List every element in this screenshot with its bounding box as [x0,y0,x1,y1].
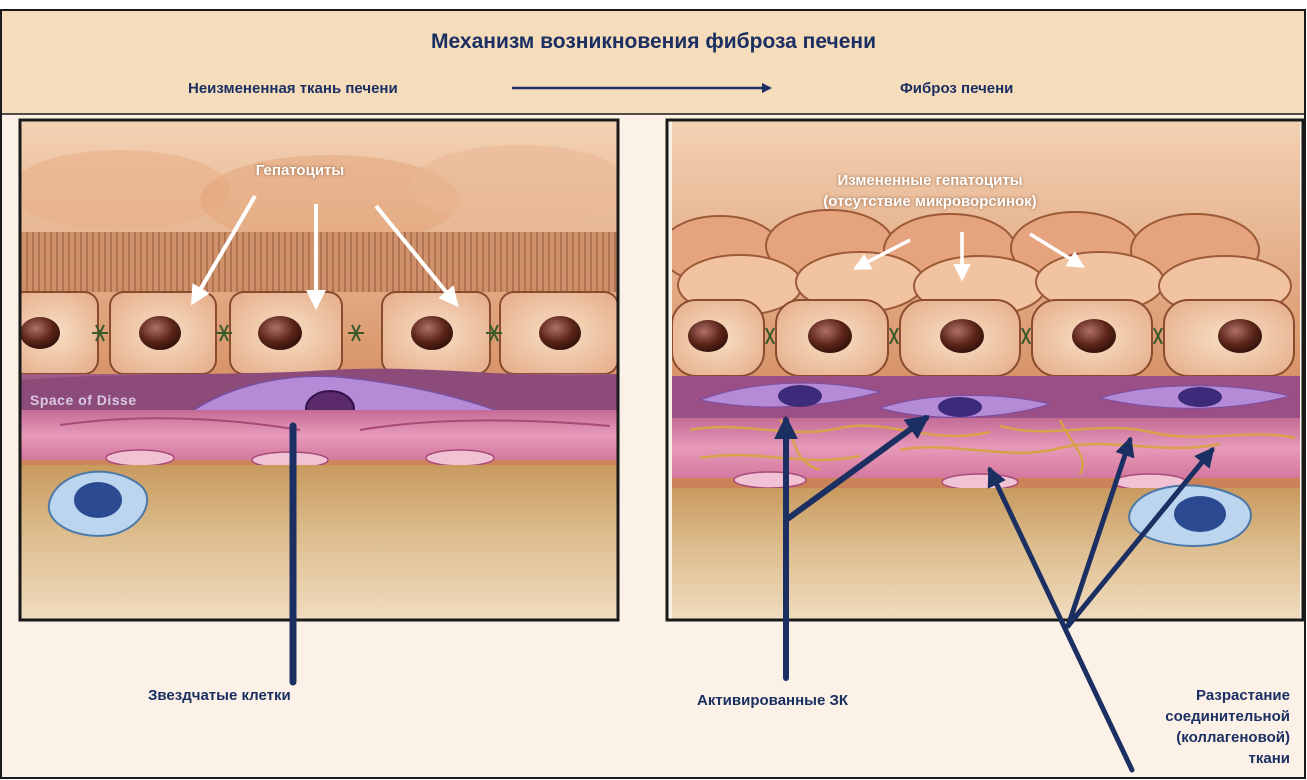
left-panel-illustration [10,120,630,620]
stellate-cells-label: Звездчатые клетки [148,687,291,704]
normal-tissue-header: Неизмененная ткань печени [188,80,398,97]
connective-tissue-growth-label: Разрастание соединительной (коллагеновой… [1150,685,1290,769]
activated-sc-label: Активированные ЗК [697,692,848,709]
altered-hepatocytes-text: Измененные гепатоциты (отсутствие микров… [823,172,1036,210]
hepatocytes-label: Гепатоциты [220,162,380,179]
diagram-title: Механизм возникновения фиброза печени [0,30,1307,54]
fibrosis-header: Фиброз печени [900,80,1013,97]
header-band [2,11,1304,114]
altered-hepatocytes-label: Измененные гепатоциты (отсутствие микров… [800,170,1060,212]
space-of-disse-label: Space of Disse [30,392,137,408]
